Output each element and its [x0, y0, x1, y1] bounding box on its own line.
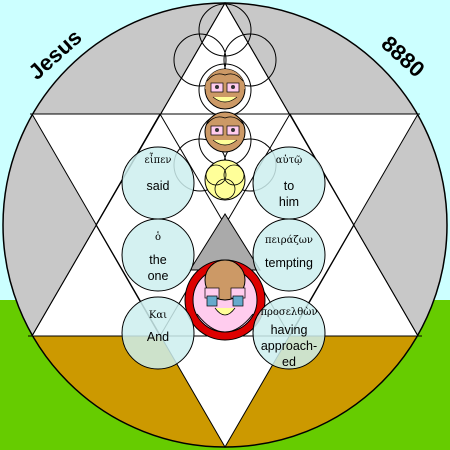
- word-english: approach-: [261, 339, 317, 353]
- word-english: one: [148, 269, 169, 283]
- word-greek: αὐτῷ: [276, 155, 303, 166]
- word-english: having: [271, 323, 308, 337]
- word-greek: προσελθὼν: [260, 307, 317, 318]
- inner-line-a: [159, 113, 226, 226]
- word-greek: ὁ: [155, 232, 161, 243]
- face-icon: [204, 111, 246, 153]
- word-circle-and: Και And: [121, 296, 195, 370]
- word-english: him: [279, 195, 299, 209]
- word-circle-having-approached: προσελθὼν having approach- ed: [252, 296, 326, 370]
- word-greek: εἶπεν: [145, 153, 172, 166]
- red-heart-ring-icon: [184, 259, 266, 341]
- word-english: ed: [282, 355, 296, 369]
- word-circle-the-one: ὁ the one: [121, 218, 195, 292]
- word-circle-to-him: αὐτῷ to him: [252, 146, 326, 220]
- face-icon: [204, 68, 246, 110]
- word-english: to: [284, 179, 294, 193]
- word-circle-said: εἶπεν said: [121, 146, 195, 220]
- yellow-trefoil-icon: [204, 159, 246, 201]
- word-english: tempting: [265, 256, 313, 270]
- word-greek: Και: [149, 310, 167, 321]
- word-english: said: [147, 179, 170, 193]
- word-circle-tempting: πειράζων tempting: [252, 218, 326, 292]
- word-greek: πειράζων: [265, 235, 313, 246]
- word-english: And: [147, 330, 169, 344]
- word-english: the: [149, 253, 166, 267]
